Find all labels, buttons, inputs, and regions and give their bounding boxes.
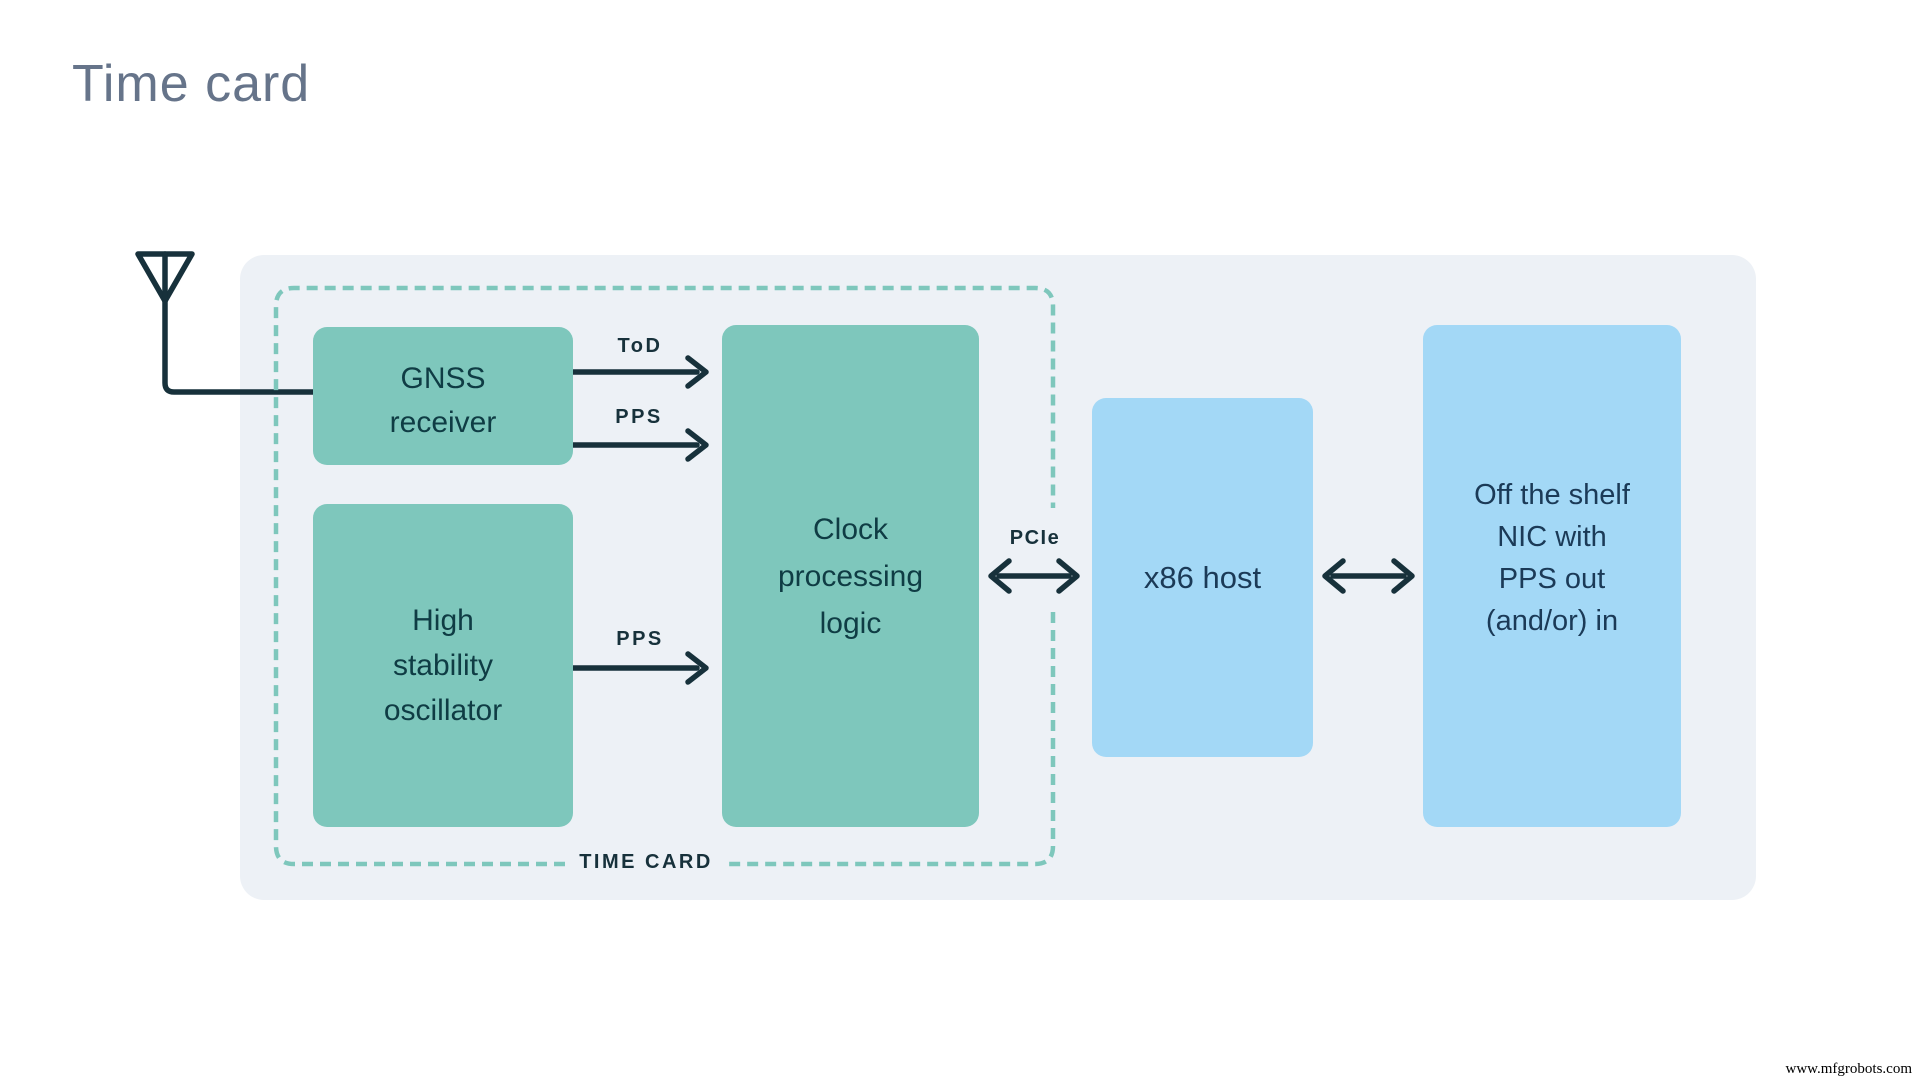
- node-label-line: logic: [819, 606, 882, 640]
- node-label-line: oscillator: [383, 694, 503, 727]
- node-label-line: NIC with: [1497, 521, 1607, 553]
- host-nic-arrow: [1322, 558, 1415, 594]
- node-x86-host: x86 host: [1092, 398, 1313, 757]
- node-off-the-shelf-nic: Off the shelf NIC with PPS out (and/or) …: [1423, 325, 1681, 827]
- node-label-line: GNSS: [400, 362, 486, 395]
- timecard-dashed-border: [273, 285, 1056, 867]
- node-clock-processing-logic: Clock processing logic: [722, 325, 979, 827]
- pps-arrow-gnss: [570, 428, 709, 462]
- node-high-stability-oscillator: High stability oscillator: [313, 504, 573, 827]
- pcie-arrow: [988, 558, 1080, 594]
- node-label-line: Off the shelf: [1474, 479, 1630, 511]
- page-title: Time card: [72, 55, 311, 113]
- node-label-line: PPS out: [1498, 563, 1606, 595]
- edge-label-pps-oscillator: PPS: [616, 628, 664, 650]
- watermark: www.mfgrobots.com: [1785, 1061, 1912, 1077]
- node-label-line: x86 host: [1143, 559, 1262, 595]
- pps-arrow-oscillator: [570, 651, 709, 685]
- antenna-icon: [135, 251, 316, 395]
- tod-arrow: [570, 355, 709, 389]
- node-label-line: stability: [392, 649, 494, 682]
- node-label-line: Clock: [812, 512, 888, 546]
- timecard-group-label: TIME CARD: [579, 851, 713, 873]
- node-gnss-receiver: GNSS receiver: [313, 327, 573, 465]
- node-label-line: receiver: [389, 406, 497, 439]
- node-label-line: (and/or) in: [1485, 605, 1619, 637]
- edge-label-pcie: PCIe: [1009, 527, 1061, 549]
- node-label-line: processing: [777, 559, 924, 593]
- node-label-line: High: [412, 604, 474, 637]
- edge-label-tod: ToD: [617, 335, 663, 357]
- edge-label-pps-gnss: PPS: [615, 406, 663, 428]
